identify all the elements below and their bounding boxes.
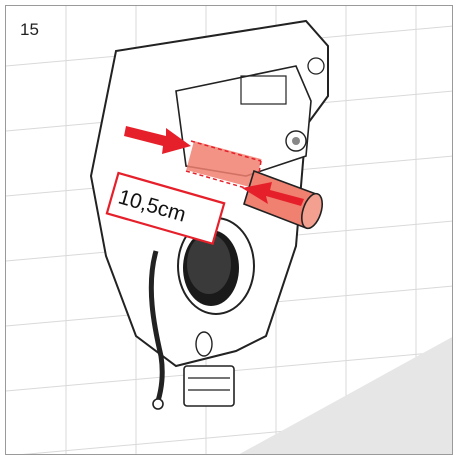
step-number: 15 (20, 20, 39, 39)
arrow-left-icon (124, 126, 191, 154)
bottom-bracket (183, 365, 235, 407)
flush-cable (148, 250, 165, 402)
floor-shade (239, 337, 452, 454)
mount-screw (307, 57, 325, 75)
valve-block (240, 75, 287, 105)
pipe-inserted-section (186, 141, 262, 189)
measurement-callout: 10,5cm (105, 171, 226, 246)
arrow-right-icon (242, 182, 304, 206)
cistern-illustration: 10,5cm (6, 6, 452, 454)
illustration-frame: 10,5cm 15 (5, 5, 453, 455)
